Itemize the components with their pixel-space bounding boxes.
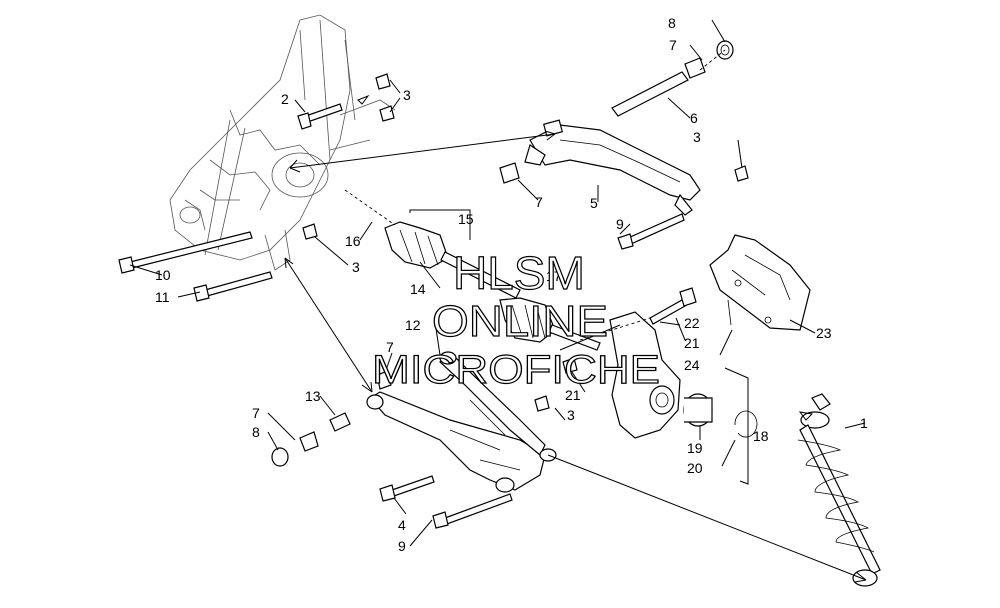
snap-ring — [734, 410, 758, 438]
callout-3b: 3 — [693, 129, 701, 145]
callout-18: 18 — [753, 428, 769, 444]
bolt-11 — [193, 271, 273, 302]
chassis-frame-drawing — [169, 14, 396, 271]
indicator-arrow — [357, 94, 370, 105]
callout-14: 14 — [410, 281, 426, 297]
callout-5: 5 — [590, 195, 598, 211]
bushing-upper-left — [499, 162, 520, 184]
callout-17: 17 — [546, 268, 562, 284]
watermark-line-2: ONLINE — [432, 297, 608, 346]
callout-1: 1 — [860, 415, 868, 431]
reference-lines — [284, 130, 867, 583]
bolt-4 — [379, 475, 435, 502]
nut-lower-mid — [534, 395, 550, 412]
pivot-shaft — [611, 71, 689, 117]
nut-21-mid — [562, 357, 578, 374]
callout-3d: 3 — [567, 407, 575, 423]
callout-24: 24 — [684, 357, 700, 373]
upper-a-arm — [524, 119, 701, 216]
drive-axle — [384, 221, 601, 351]
callout-21a: 21 — [684, 335, 700, 351]
callout-3c: 3 — [352, 259, 360, 275]
bracket-18 — [724, 367, 749, 485]
watermark-line-1: HLSM — [453, 247, 585, 299]
bolt-upper — [617, 213, 685, 250]
callout-2: 2 — [281, 91, 289, 107]
callout-7d: 7 — [252, 405, 260, 421]
callout-4: 4 — [398, 517, 406, 533]
callout-leaders — [129, 19, 866, 547]
callout-3a: 3 — [403, 87, 411, 103]
callout-13: 13 — [305, 388, 321, 404]
bracket-15 — [409, 209, 471, 240]
watermark: HLSM ONLINE MICROFICHE — [371, 246, 660, 392]
pin-22 — [649, 287, 697, 325]
callout-7a: 7 — [669, 37, 677, 53]
callout-19: 19 — [687, 440, 703, 456]
callout-12: 12 — [405, 317, 421, 333]
sleeve-13 — [329, 412, 351, 432]
callout-15: 15 — [458, 211, 474, 227]
callout-8b: 8 — [252, 424, 260, 440]
nut-3-lower-left — [302, 223, 318, 240]
guard-plate — [709, 234, 811, 331]
guide-lines — [344, 49, 726, 341]
nut-top-1 — [375, 73, 391, 90]
bushing-lower-mid — [376, 370, 392, 390]
watermark-line-3: MICROFICHE — [372, 348, 660, 392]
callout-16: 16 — [345, 233, 361, 249]
bolt-2 — [297, 103, 343, 130]
bearing — [683, 393, 713, 427]
callout-7b: 7 — [535, 194, 543, 210]
callout-10: 10 — [155, 267, 171, 283]
nut-top-2 — [379, 105, 395, 122]
bolt-10 — [118, 231, 253, 274]
lower-a-arm — [366, 351, 557, 493]
callout-7c: 7 — [386, 339, 394, 355]
nut-upper-right — [734, 165, 749, 182]
bushing-lower-left — [271, 431, 319, 467]
bolt-9-lower — [432, 493, 513, 529]
callout-9a: 9 — [616, 216, 624, 232]
callout-20: 20 — [687, 460, 703, 476]
callout-6: 6 — [690, 110, 698, 126]
callout-labels: 1 2 3 3 3 3 4 5 6 7 7 7 7 8 8 9 9 10 11 … — [155, 15, 868, 554]
callout-11: 11 — [155, 289, 170, 305]
callout-8a: 8 — [668, 15, 676, 31]
callout-22: 22 — [684, 315, 700, 331]
bushing-top — [684, 40, 734, 79]
steering-knuckle — [609, 311, 681, 439]
callout-23: 23 — [816, 325, 832, 341]
callout-9b: 9 — [398, 538, 406, 554]
callout-21b: 21 — [565, 387, 581, 403]
